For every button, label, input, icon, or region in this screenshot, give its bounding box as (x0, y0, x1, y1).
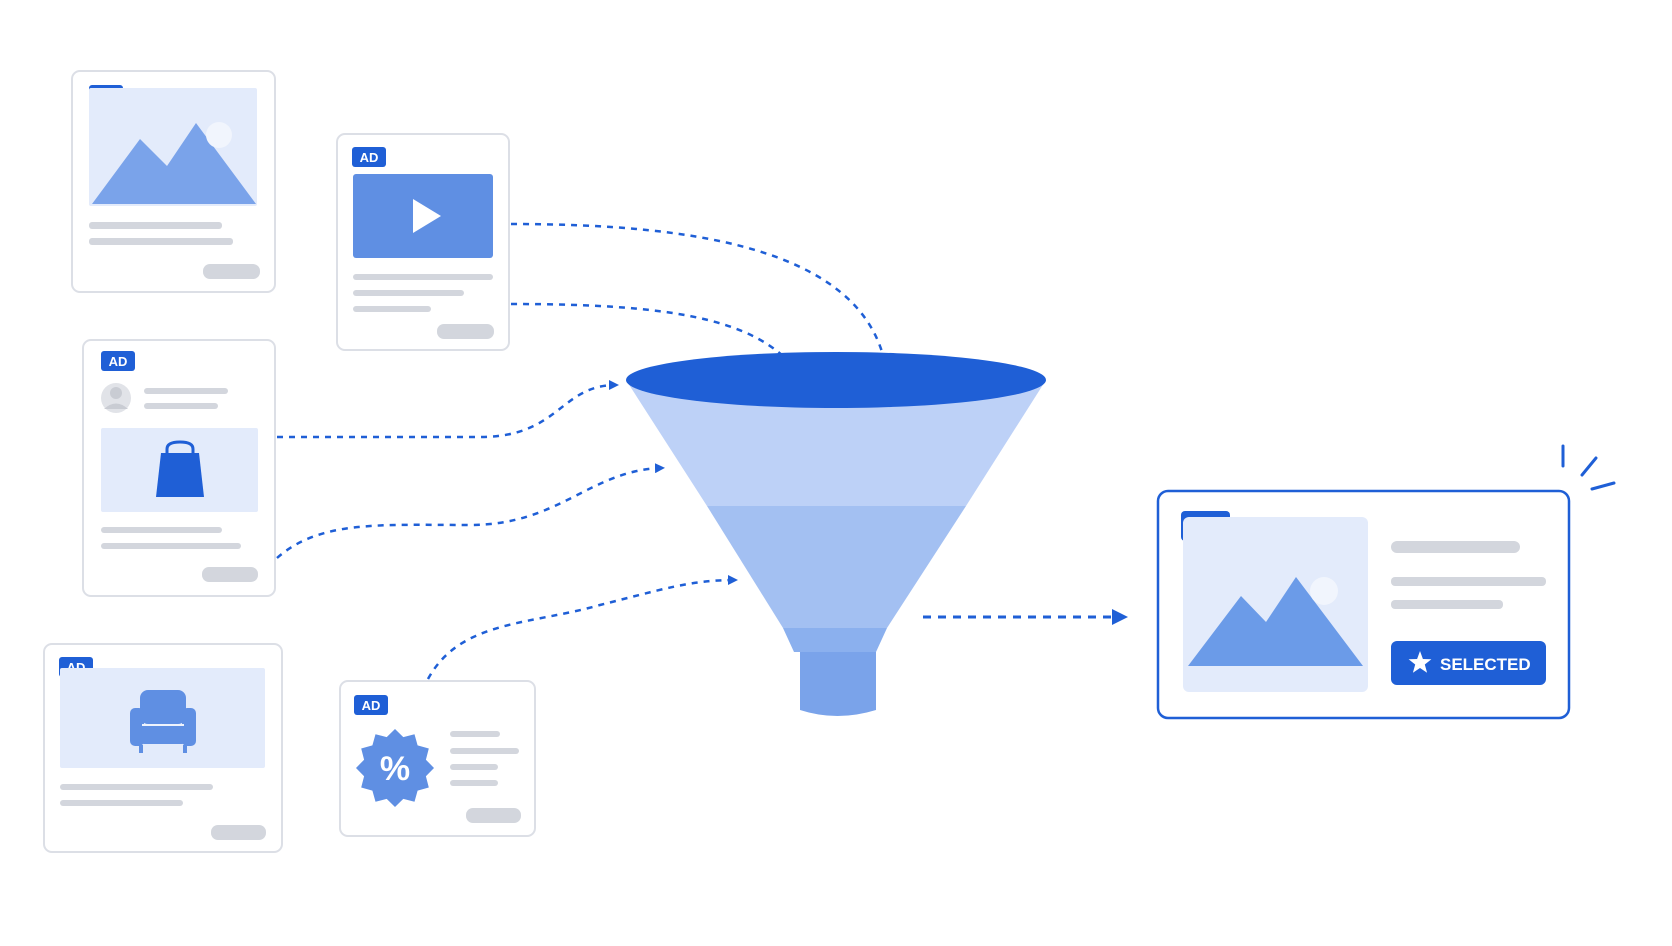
ad-badge: AD (352, 147, 386, 167)
ad-card-video: AD (336, 133, 510, 351)
svg-text:%: % (380, 750, 410, 788)
text-line (1391, 577, 1546, 586)
text-line (89, 222, 222, 229)
landscape-image-icon (1183, 517, 1368, 692)
text-line (353, 306, 431, 312)
text-line (101, 543, 241, 549)
text-line (1391, 541, 1520, 553)
shopping-bag-icon (156, 440, 204, 497)
text-line (450, 764, 498, 770)
ad-badge: AD (354, 695, 388, 715)
text-line (60, 800, 183, 806)
selected-label: SELECTED (1440, 655, 1531, 674)
ad-badge: AD (101, 351, 135, 371)
ad-badge-label: AD (362, 698, 381, 713)
percent-discount-icon: % (356, 729, 434, 807)
text-line (450, 780, 498, 786)
cta-placeholder (211, 825, 266, 840)
cta-placeholder (203, 264, 260, 279)
text-line (60, 784, 213, 790)
cta-placeholder (202, 567, 258, 582)
ad-card-discount: AD % (339, 680, 536, 837)
text-line (1391, 600, 1503, 609)
landscape-image-icon (89, 88, 257, 206)
avatar (101, 383, 131, 413)
text-line (353, 274, 493, 280)
selected-badge: SELECTED (1391, 641, 1546, 685)
armchair-icon (130, 690, 196, 753)
cta-placeholder (466, 808, 521, 823)
text-line (144, 403, 218, 409)
funnel-icon (626, 352, 1046, 716)
dashed-arrow (426, 575, 738, 680)
text-line (89, 238, 233, 245)
ad-badge-label: AD (360, 150, 379, 165)
text-line (144, 388, 228, 394)
ad-card-shopping: AD (82, 339, 276, 597)
dashed-arrow (276, 463, 665, 559)
text-line (101, 527, 222, 533)
sparkle-icon (1561, 444, 1616, 491)
dashed-arrow (510, 222, 893, 388)
cta-placeholder (437, 324, 494, 339)
dashed-arrow (277, 380, 619, 439)
text-line (353, 290, 464, 296)
ad-badge-label: AD (109, 354, 128, 369)
selected-ad-card: AD SELECTED (1156, 489, 1571, 720)
text-line (450, 731, 500, 737)
text-line (450, 748, 519, 754)
ad-card-image: AD (71, 70, 276, 293)
ad-card-furniture: AD (43, 643, 283, 853)
play-video-icon (353, 174, 493, 258)
star-icon (1408, 651, 1432, 673)
